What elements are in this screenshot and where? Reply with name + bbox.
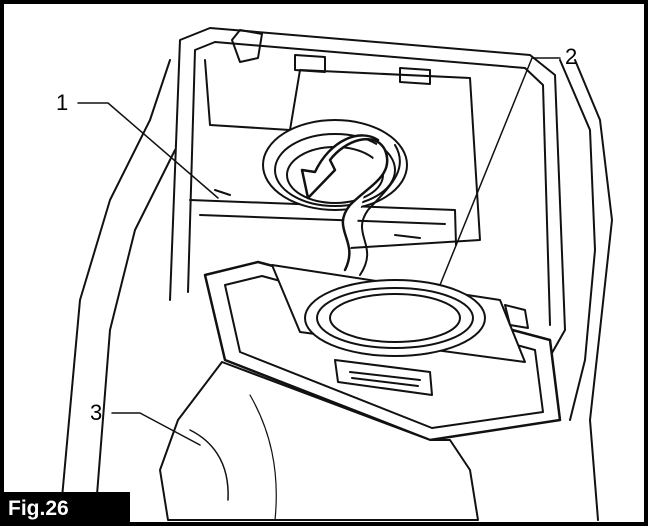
- bag-collar-plate: [203, 260, 562, 442]
- callout-3: 3: [90, 400, 103, 425]
- figure-label: Fig.26: [0, 492, 130, 526]
- leader-lines: [77, 57, 561, 446]
- leader-line-3: [111, 412, 201, 446]
- housing-body: [59, 59, 613, 521]
- insertion-arrow: [300, 134, 401, 276]
- dust-bag: [159, 361, 479, 521]
- leader-line-1: [77, 102, 219, 199]
- callout-2: 2: [565, 44, 578, 69]
- callout-1: 1: [56, 90, 69, 115]
- leader-line-2: [439, 57, 561, 286]
